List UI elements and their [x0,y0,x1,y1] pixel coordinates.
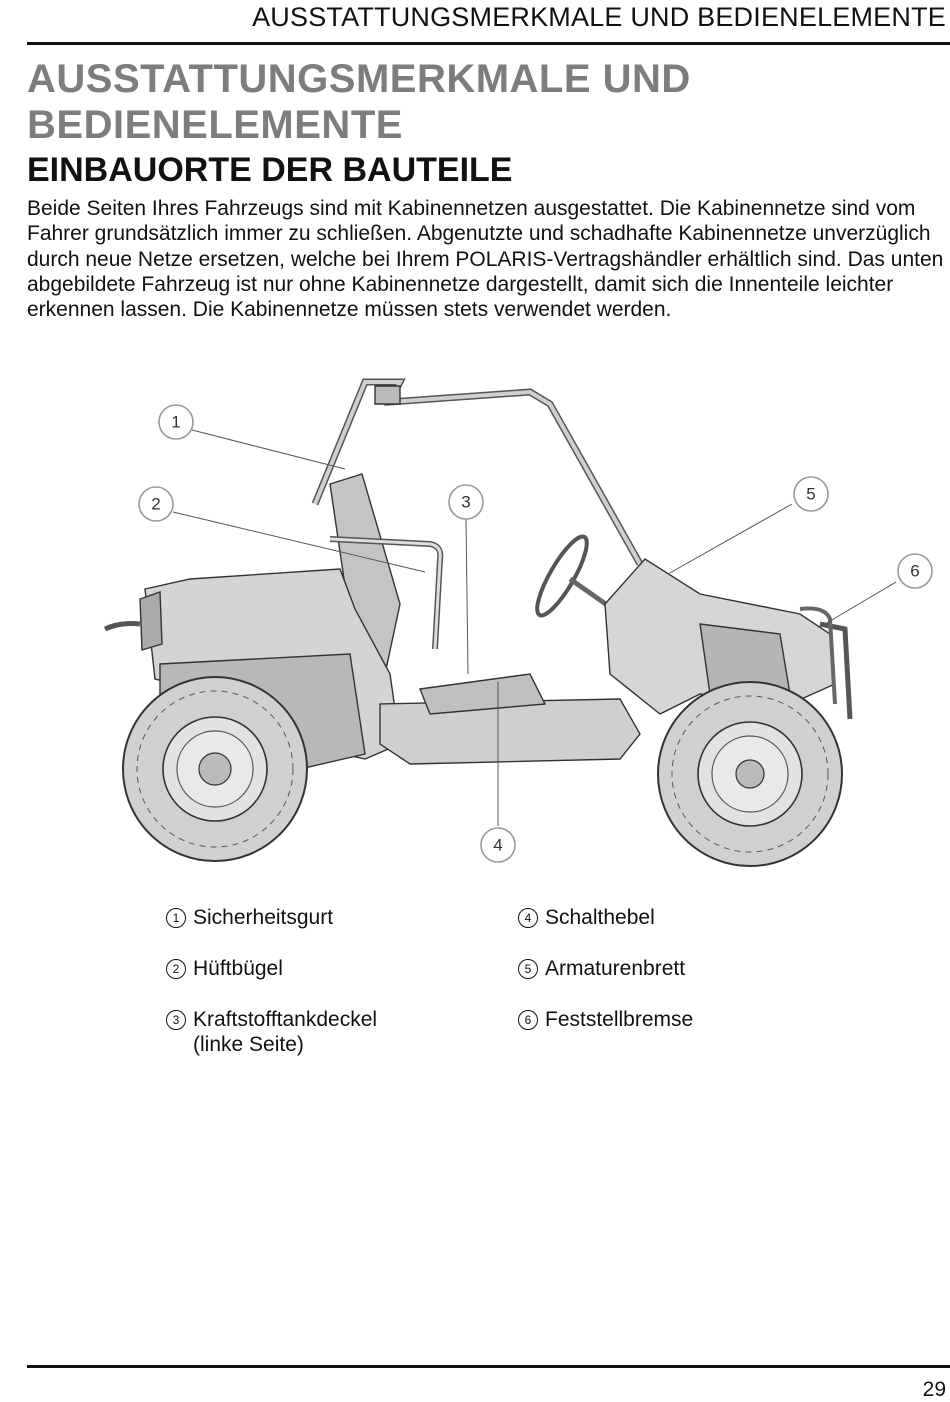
callout-2: 2 [138,486,174,522]
footer-rule [27,1365,950,1368]
legend-label: Sicherheitsgurt [193,906,334,929]
callout-6: 6 [897,553,933,589]
subsection-title: EINBAUORTE DER BAUTEILE [27,151,513,189]
callout-5: 5 [793,476,829,512]
body-paragraph: Beide Seiten Ihres Fahrzeugs sind mit Ka… [27,197,944,322]
legend-number: 6 [518,1010,538,1030]
callout-5-label: 5 [806,485,815,504]
running-header: AUSSTATTUNGSMERKMALE UND BEDIENELEMENTE [252,2,946,32]
section-title: AUSSTATTUNGSMERKMALE UND BEDIENELEMENTE [27,57,691,147]
legend-number: 3 [166,1010,186,1030]
legend-number: 5 [518,959,538,979]
callout-1-label: 1 [171,413,180,432]
legend-item: 6 Feststellbremse [518,1007,693,1032]
page-number: 29 [922,1378,946,1401]
vehicle-illustration: 1 2 3 4 5 6 [103,378,933,867]
legend-item: 5 Armaturenbrett [518,956,693,981]
legend-label: Kraftstofftankdeckel (linke Seite) [193,1008,378,1056]
legend-number: 2 [166,959,186,979]
legend-item: 1 Sicherheitsgurt [166,905,377,930]
legend-item: 2 Hüftbügel [166,956,377,981]
callout-6-label: 6 [910,562,919,581]
legend-item: 4 Schalthebel [518,905,693,930]
legend-label: Schalthebel [545,906,655,929]
legend-right-column: 4 Schalthebel 5 Armaturenbrett 6 Festste… [518,905,693,1058]
callout-4-label: 4 [493,836,502,855]
callout-2-label: 2 [151,495,160,514]
leader-lines [172,429,897,826]
callout-3-label: 3 [461,493,470,512]
header-rule [27,42,950,45]
legend-label: Feststellbremse [545,1008,694,1031]
rear-wheel [122,676,308,862]
callout-3: 3 [448,484,484,520]
callout-4: 4 [480,827,516,863]
vehicle-drawing [103,378,853,770]
legend-number: 1 [166,908,186,928]
legend-item: 3 Kraftstofftankdeckel (linke Seite) [166,1007,377,1057]
legend-number: 4 [518,908,538,928]
legend-left-column: 1 Sicherheitsgurt 2 Hüftbügel 3 Kraftsto… [166,905,377,1083]
callout-1: 1 [158,404,194,440]
legend-label: Hüftbügel [193,957,283,980]
legend-label: Armaturenbrett [545,957,686,980]
front-wheel [657,681,843,867]
